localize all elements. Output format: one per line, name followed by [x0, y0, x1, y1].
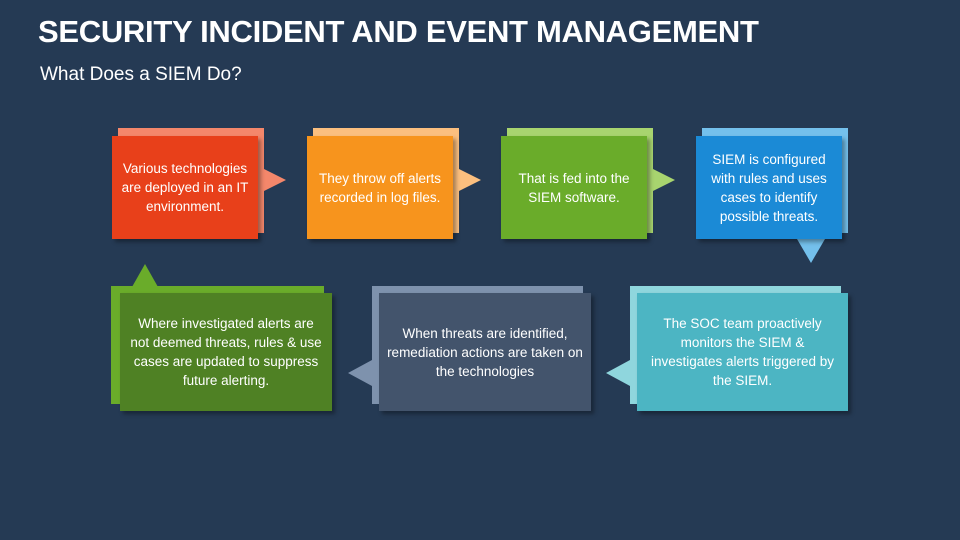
page-subtitle: What Does a SIEM Do?: [40, 64, 242, 85]
arrow-left-icon: [606, 360, 630, 386]
step-5-box: The SOC team proactively monitors the SI…: [637, 293, 848, 411]
step-3-box: That is fed into the SIEM software.: [501, 136, 647, 239]
arrow-left-icon: [348, 360, 372, 386]
step-7-box: Where investigated alerts are not deemed…: [120, 293, 332, 411]
step-4-box: SIEM is configured with rules and uses c…: [696, 136, 842, 239]
step-6-box: When threats are identified, remediation…: [379, 293, 591, 411]
step-2-box: They throw off alerts recorded in log fi…: [307, 136, 453, 239]
arrow-right-icon: [647, 166, 675, 194]
arrow-down-icon: [797, 239, 825, 263]
step-1-box: Various technologies are deployed in an …: [112, 136, 258, 239]
arrow-right-icon: [453, 166, 481, 194]
arrow-up-icon: [132, 264, 158, 287]
page-title: SECURITY INCIDENT AND EVENT MANAGEMENT: [38, 14, 759, 49]
arrow-right-icon: [258, 166, 286, 194]
